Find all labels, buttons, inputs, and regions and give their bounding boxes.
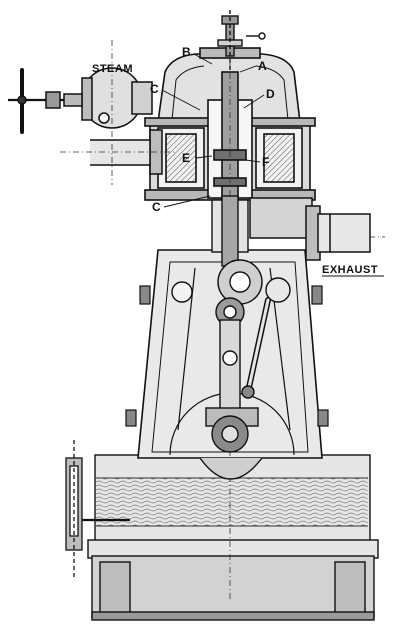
labels: STEAM EXHAUST B A C D E F C — [92, 45, 384, 277]
label-c-lower: C — [152, 200, 161, 214]
drain-lubricator — [65, 440, 130, 580]
steam-inlet — [8, 67, 163, 175]
label-a: A — [258, 59, 267, 73]
label-c-upper: C — [150, 82, 159, 96]
lubricator-cups — [125, 285, 329, 427]
label-d: D — [266, 87, 275, 101]
crosshead-and-rod — [171, 195, 291, 480]
valve-spindle — [217, 10, 266, 70]
label-e: E — [182, 151, 190, 165]
label-f: F — [262, 155, 269, 169]
oil-bath — [96, 477, 368, 527]
label-b: B — [182, 45, 191, 59]
label-exhaust: EXHAUST — [322, 264, 378, 276]
label-steam: STEAM — [92, 63, 133, 75]
exhaust-pipe — [249, 197, 371, 261]
